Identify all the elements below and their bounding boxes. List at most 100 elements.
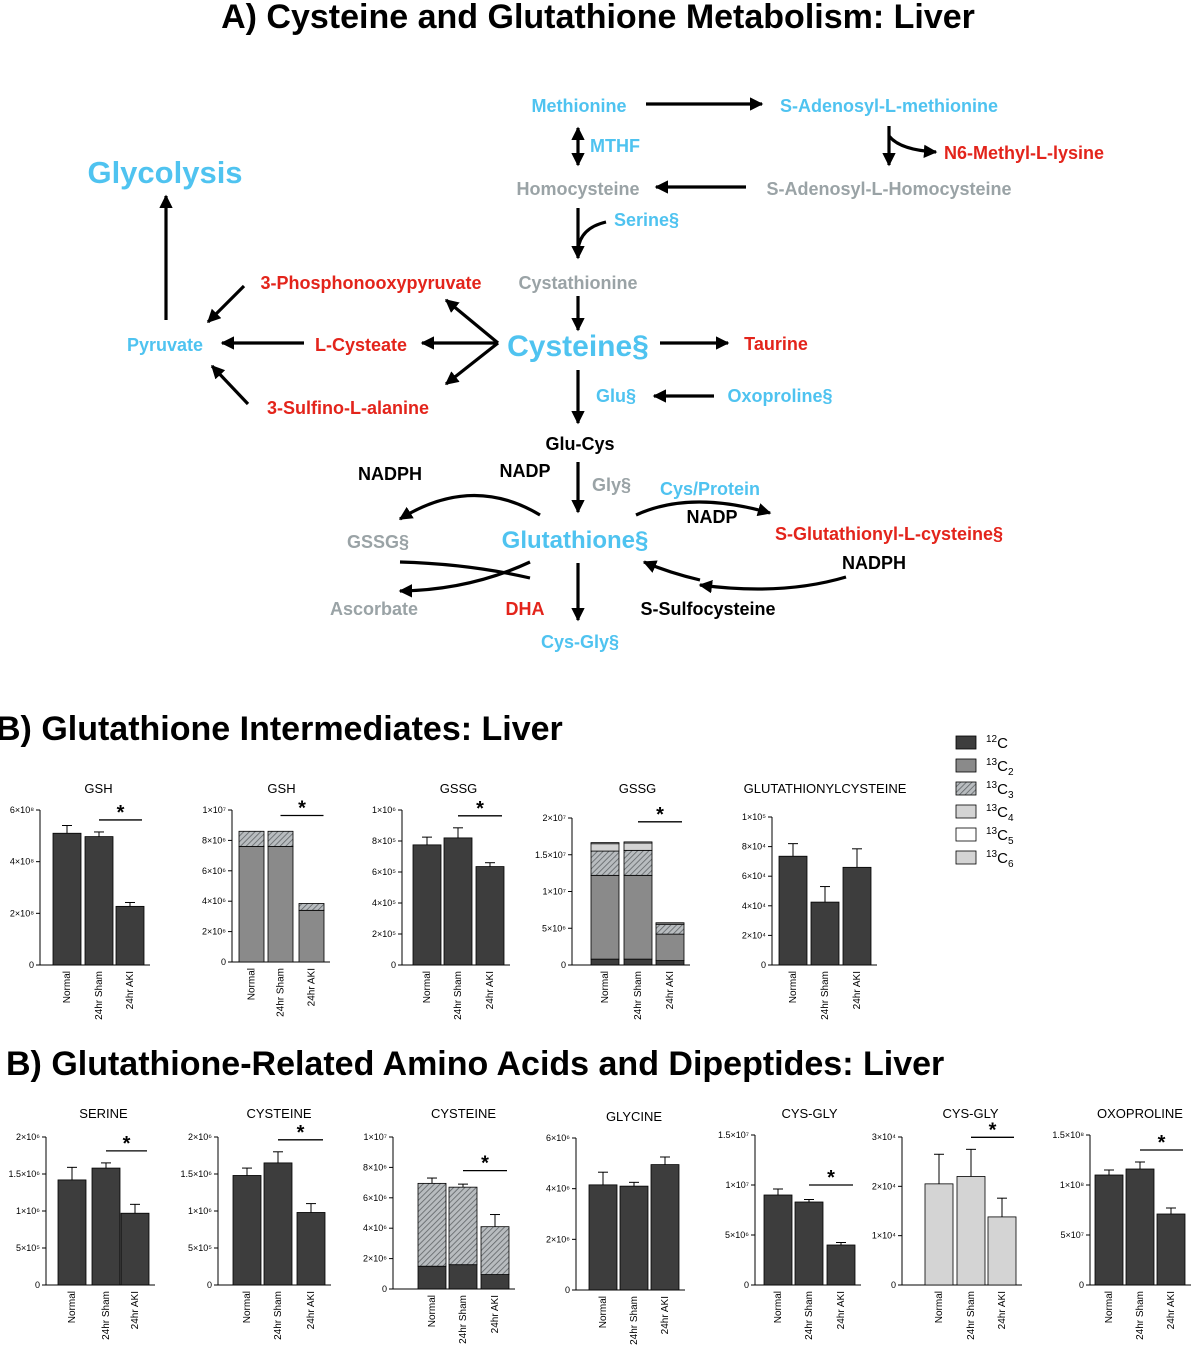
bar-segment bbox=[1157, 1214, 1185, 1285]
bar-segment bbox=[299, 910, 324, 962]
category-label: 24hr Sham bbox=[966, 1291, 977, 1340]
pathway-labels: Glycolysis Methionine S-Adenosyl-L-methi… bbox=[87, 96, 1104, 652]
significance-star: * bbox=[989, 1119, 997, 1141]
legend-label: 13C4 bbox=[986, 803, 1014, 824]
significance-star: * bbox=[481, 1153, 489, 1175]
y-tick-label: 5×10⁶ bbox=[542, 923, 566, 933]
y-tick-label: 2×10⁸ bbox=[10, 908, 34, 918]
glutathione-label: Glutathione§ bbox=[502, 527, 649, 554]
significance-star: * bbox=[476, 798, 484, 820]
y-tick-label: 5×10⁶ bbox=[725, 1230, 749, 1240]
bar-segment bbox=[779, 856, 807, 965]
category-label: Normal bbox=[242, 1291, 253, 1323]
bar-segment bbox=[418, 1266, 446, 1289]
y-tick-label: 0 bbox=[29, 960, 34, 970]
chart-title: CYSTEINE bbox=[246, 1106, 311, 1121]
bar-segment bbox=[299, 903, 324, 910]
category-label: 24hr Sham bbox=[804, 1291, 815, 1340]
y-tick-label: 0 bbox=[561, 960, 566, 970]
chart-title: CYSTEINE bbox=[431, 1106, 496, 1121]
bar-segment bbox=[656, 934, 684, 960]
bar-segment bbox=[1126, 1169, 1154, 1285]
category-label: 24hr AKI bbox=[660, 1296, 671, 1334]
chart-title: GLUTATHIONYLCYSTEINE bbox=[744, 781, 907, 796]
y-tick-label: 1×10⁷ bbox=[363, 1132, 387, 1142]
category-label: Normal bbox=[247, 968, 258, 1000]
bar-segment bbox=[591, 844, 619, 851]
category-label: Normal bbox=[598, 1296, 609, 1328]
y-tick-label: 0 bbox=[891, 1280, 896, 1290]
n6-methyl-lysine-label: N6-Methyl-L-lysine bbox=[944, 143, 1104, 163]
y-tick-label: 1.5×10⁶ bbox=[181, 1169, 213, 1179]
chart-title: OXOPROLINE bbox=[1097, 1106, 1183, 1121]
y-tick-label: 1.5×10⁸ bbox=[1052, 1130, 1084, 1140]
legend-label: 13C2 bbox=[986, 757, 1014, 778]
category-label: Normal bbox=[788, 971, 799, 1003]
chart: CYSTEINE02×10⁶4×10⁶6×10⁶8×10⁶1×10⁷Normal… bbox=[363, 1106, 515, 1344]
y-tick-label: 0 bbox=[35, 1280, 40, 1290]
legend-swatch bbox=[956, 759, 976, 772]
panel-a-title: A) Cysteine and Glutathione Metabolism: … bbox=[221, 0, 975, 36]
panel-b2-title: B) Glutathione-Related Amino Acids and D… bbox=[6, 1045, 944, 1083]
bar-segment bbox=[449, 1265, 477, 1289]
chart-title: GSSG bbox=[619, 781, 657, 796]
y-tick-label: 1×10⁶ bbox=[372, 805, 396, 815]
bar-segment bbox=[239, 831, 264, 846]
significance-star: * bbox=[123, 1133, 131, 1155]
y-tick-label: 6×10⁸ bbox=[10, 805, 34, 815]
oxoproline-label: Oxoproline§ bbox=[727, 386, 832, 406]
category-label: Normal bbox=[62, 971, 73, 1003]
chart-title: GSSG bbox=[440, 781, 478, 796]
y-tick-label: 6×10⁵ bbox=[372, 867, 396, 877]
y-tick-label: 4×10⁸ bbox=[10, 857, 34, 867]
category-label: Normal bbox=[773, 1291, 784, 1323]
bar-segment bbox=[988, 1217, 1016, 1285]
category-label: 24hr Sham bbox=[94, 971, 105, 1020]
category-label: 24hr Sham bbox=[1135, 1291, 1146, 1340]
legend-swatch bbox=[956, 828, 976, 841]
y-tick-label: 8×10⁶ bbox=[202, 835, 226, 845]
significance-star: * bbox=[298, 797, 306, 819]
ascorbate-label: Ascorbate bbox=[330, 599, 418, 619]
significance-star: * bbox=[117, 802, 125, 824]
bar-segment bbox=[764, 1195, 792, 1285]
category-label: 24hr Sham bbox=[458, 1295, 469, 1344]
bar-segment bbox=[264, 1163, 292, 1285]
y-tick-label: 1×10⁷ bbox=[725, 1180, 749, 1190]
y-tick-label: 3×10⁴ bbox=[872, 1132, 896, 1142]
bar-segment bbox=[591, 875, 619, 959]
chart-title: GSH bbox=[267, 781, 295, 796]
methionine-label: Methionine bbox=[532, 96, 627, 116]
bar-segment bbox=[297, 1212, 325, 1285]
category-label: 24hr Sham bbox=[633, 971, 644, 1020]
chart-title: SERINE bbox=[79, 1106, 128, 1121]
y-tick-label: 2×10⁶ bbox=[16, 1132, 40, 1142]
y-tick-label: 2×10⁶ bbox=[202, 927, 226, 937]
category-label: Normal bbox=[934, 1291, 945, 1323]
category-label: 24hr Sham bbox=[820, 971, 831, 1020]
bar-segment bbox=[811, 902, 839, 965]
bar-segment bbox=[85, 837, 113, 965]
category-label: Normal bbox=[67, 1291, 78, 1323]
category-label: 24hr AKI bbox=[306, 1291, 317, 1329]
bar-segment bbox=[827, 1245, 855, 1285]
taurine-label: Taurine bbox=[744, 334, 808, 354]
y-tick-label: 0 bbox=[207, 1280, 212, 1290]
glycolysis-label: Glycolysis bbox=[87, 155, 242, 190]
gly-label: Gly§ bbox=[592, 475, 631, 495]
bar-segment bbox=[1095, 1175, 1123, 1285]
chart: GLUTATHIONYLCYSTEINE02×10⁴4×10⁴6×10⁴8×10… bbox=[742, 781, 907, 1020]
bar-segment bbox=[92, 1168, 120, 1285]
y-tick-label: 1×10⁷ bbox=[202, 805, 226, 815]
y-tick-label: 2×10⁴ bbox=[742, 930, 766, 940]
legend-swatch bbox=[956, 736, 976, 749]
y-tick-label: 2×10⁶ bbox=[546, 1234, 570, 1244]
cysteine-label: Cysteine§ bbox=[507, 330, 649, 363]
bar-segment bbox=[449, 1187, 477, 1265]
